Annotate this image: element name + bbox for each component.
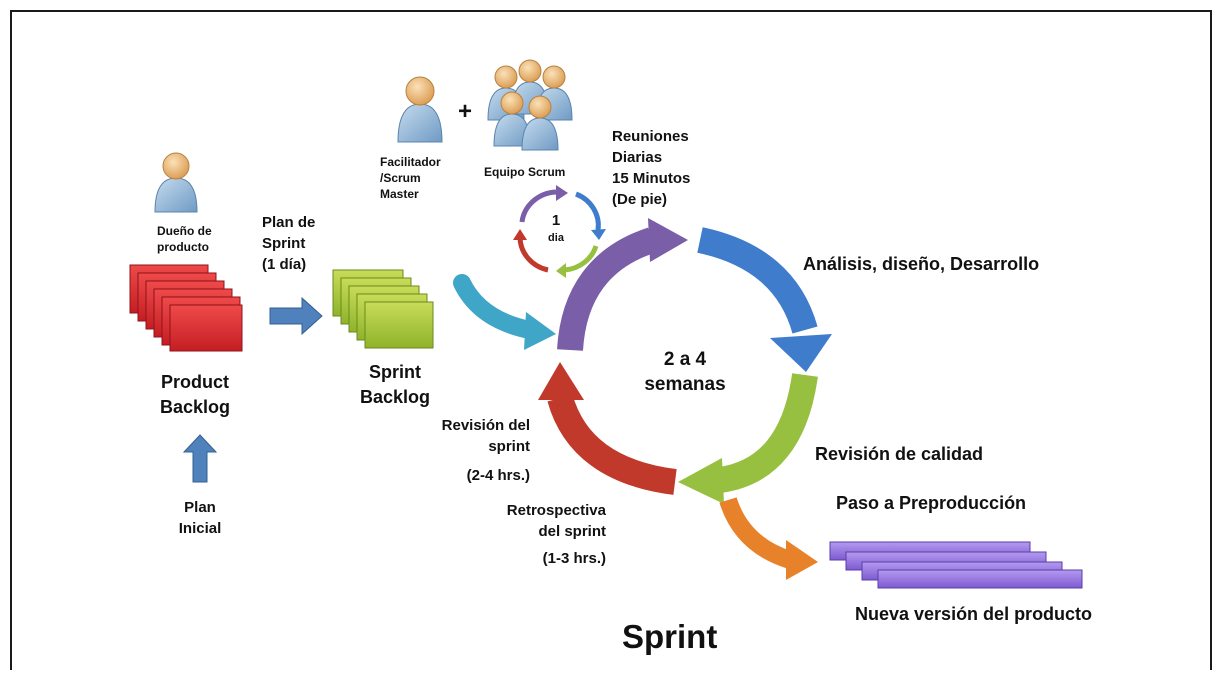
quality-review-label: Revisión de calidad (815, 444, 984, 464)
product-owner-icon (154, 152, 198, 213)
team-icon (487, 59, 573, 151)
plus-sign: + (458, 98, 473, 125)
sprint-cycle-icon (538, 218, 832, 504)
team-label: Equipo Scrum (484, 165, 566, 179)
diagram-title: Sprint (622, 618, 718, 655)
release-arrow-icon (719, 497, 818, 580)
diagram-frame (10, 10, 1212, 670)
feed-arrow-icon (453, 274, 556, 350)
initial-plan-arrow-icon (182, 434, 218, 483)
facilitator-icon (397, 76, 443, 143)
sprint-backlog-stack-icon (332, 269, 434, 349)
product-backlog-stack-icon (129, 264, 243, 352)
analysis-label: Análisis, diseño, Desarrollo (803, 254, 1040, 274)
daily-cycle-label: 1 dia (548, 212, 564, 244)
new-version-label: Nueva versión del producto (855, 604, 1093, 624)
sprint-plan-arrow-icon (269, 296, 323, 336)
preproduction-label: Paso a Preproducción (836, 493, 1027, 513)
daily-cycle-icon (513, 185, 606, 278)
new-version-stack-icon (829, 541, 1083, 589)
